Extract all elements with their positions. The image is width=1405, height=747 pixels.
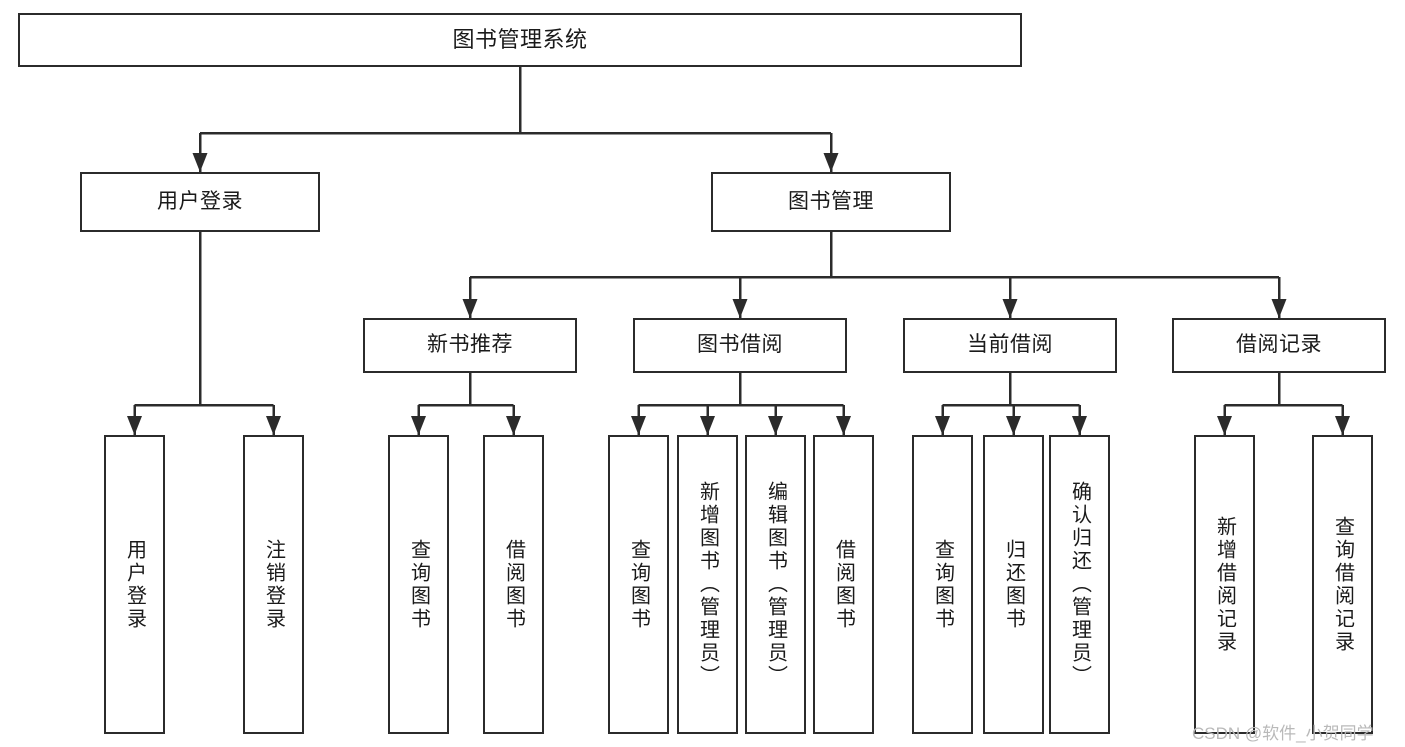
node-root[interactable]: 图书管理系统 <box>18 13 1022 67</box>
node-label: 当前借阅 <box>967 333 1053 357</box>
node-book-borrow[interactable]: 图书借阅 <box>633 318 847 373</box>
node-label: 查询借阅记录 <box>1331 515 1354 654</box>
node-leaf-query-record[interactable]: 查询借阅记录 <box>1312 435 1373 734</box>
node-leaf-confirm-ret[interactable]: 确认归还（管理员） <box>1049 435 1110 734</box>
conn-book-manage <box>462 232 1287 318</box>
node-leaf-logout[interactable]: 注销登录 <box>243 435 304 734</box>
node-label: 编辑图书（管理员） <box>764 481 787 688</box>
node-leaf-query-book1[interactable]: 查询图书 <box>388 435 449 734</box>
node-leaf-query-book3[interactable]: 查询图书 <box>912 435 973 734</box>
node-book-manage[interactable]: 图书管理 <box>711 172 951 232</box>
node-current-borrow[interactable]: 当前借阅 <box>903 318 1117 373</box>
node-leaf-borrow-book2[interactable]: 借阅图书 <box>813 435 874 734</box>
node-new-book-rec[interactable]: 新书推荐 <box>363 318 577 373</box>
node-label: 用户登录 <box>157 189 243 213</box>
node-label: 新增借阅记录 <box>1213 515 1236 654</box>
conn-user-login <box>127 232 281 435</box>
conn-root <box>192 67 839 172</box>
node-borrow-record[interactable]: 借阅记录 <box>1172 318 1386 373</box>
node-label: 借阅图书 <box>832 538 855 631</box>
node-leaf-borrow-book1[interactable]: 借阅图书 <box>483 435 544 734</box>
node-label: 查询图书 <box>627 538 650 631</box>
node-leaf-return-book[interactable]: 归还图书 <box>983 435 1044 734</box>
conn-current-borrow <box>935 373 1087 435</box>
node-label: 用户登录 <box>123 538 146 631</box>
node-label: 新增图书（管理员） <box>696 481 719 688</box>
conn-borrow-record <box>1217 373 1350 435</box>
node-leaf-edit-book[interactable]: 编辑图书（管理员） <box>745 435 806 734</box>
node-user-login[interactable]: 用户登录 <box>80 172 320 232</box>
conn-book-borrow <box>631 373 851 435</box>
watermark: CSDN @软件_小贺同学 <box>1192 724 1374 743</box>
node-label: 归还图书 <box>1002 538 1025 631</box>
node-leaf-add-record[interactable]: 新增借阅记录 <box>1194 435 1255 734</box>
node-label: 注销登录 <box>262 538 285 631</box>
node-label: 查询图书 <box>931 538 954 631</box>
node-label: 借阅记录 <box>1236 333 1322 357</box>
node-leaf-query-book2[interactable]: 查询图书 <box>608 435 669 734</box>
node-label: 图书借阅 <box>697 333 783 357</box>
node-label: 查询图书 <box>407 538 430 631</box>
node-label: 图书管理 <box>788 189 874 213</box>
node-label: 图书管理系统 <box>452 27 588 53</box>
node-leaf-add-book[interactable]: 新增图书（管理员） <box>677 435 738 734</box>
conn-new-book-rec <box>411 373 521 435</box>
node-label: 借阅图书 <box>502 538 525 631</box>
node-leaf-user-login[interactable]: 用户登录 <box>104 435 165 734</box>
node-label: 确认归还（管理员） <box>1068 481 1091 688</box>
node-label: 新书推荐 <box>427 333 513 357</box>
